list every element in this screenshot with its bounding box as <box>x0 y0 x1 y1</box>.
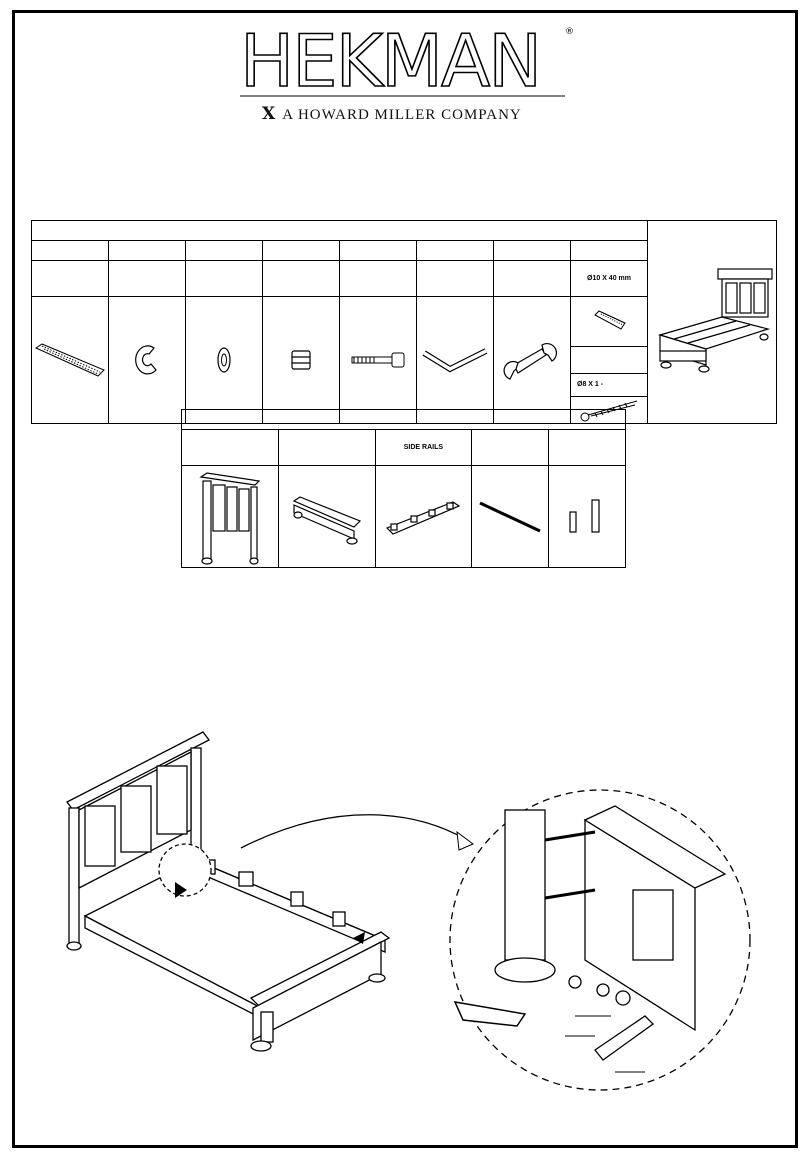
headboard-icon <box>199 471 261 565</box>
tagline: X A HOWARD MILLER COMPANY <box>262 104 562 124</box>
support-legs-icon <box>569 498 600 533</box>
flat-washer-icon <box>217 347 231 373</box>
lock-washer-icon <box>135 345 157 375</box>
side-rails-label: SIDE RAILS <box>374 429 473 466</box>
hw-qty-cell <box>108 260 186 297</box>
hw-label-cell <box>108 240 186 261</box>
hw-item-flat-washer <box>185 296 263 424</box>
part-side-rails <box>374 465 473 568</box>
hw-qty-cell <box>339 260 417 297</box>
tagline-text: A HOWARD MILLER COMPANY <box>282 107 522 123</box>
dowel-label: Ø10 X 40 mm <box>570 260 648 297</box>
page-frame <box>12 10 798 1148</box>
hw-label-cell <box>262 240 340 261</box>
hw-label-cell <box>31 240 109 261</box>
part-headboard <box>181 465 279 568</box>
hw-label-cell <box>570 240 648 261</box>
hw-qty-cell <box>31 260 109 297</box>
hw-qty-cell <box>262 260 340 297</box>
wrench-icon <box>503 342 558 380</box>
footboard-icon <box>292 495 361 545</box>
hardware-table: Ø10 X 40 mm <box>31 220 777 424</box>
dowel-icon <box>594 309 626 330</box>
hw-item-lock-washer <box>108 296 186 424</box>
hw-item-bolt-rod <box>31 296 109 424</box>
registered-mark: ® <box>565 27 574 37</box>
hw-qty-cell <box>493 260 571 297</box>
parts-header-row <box>181 409 626 430</box>
brand-text: HEKMAN <box>240 19 540 103</box>
screw-qty-cell <box>571 347 647 374</box>
hw-label-cell <box>185 240 263 261</box>
slat-icon <box>479 501 541 532</box>
hw-label-cell <box>339 240 417 261</box>
hw-item-allen-key <box>416 296 494 424</box>
part-slat <box>471 465 550 568</box>
hw-item-wrench <box>493 296 571 424</box>
part-legs <box>548 465 626 568</box>
screw-label: Ø8 X 1 - <box>571 374 647 397</box>
hw-item-hex-bolt <box>339 296 417 424</box>
hw-item-dowel <box>570 296 648 347</box>
hw-item-barrel-nut <box>262 296 340 424</box>
side-rails-icon <box>386 500 461 535</box>
part-label-cell <box>471 429 550 466</box>
hex-bolt-icon <box>351 352 405 368</box>
tagline-x-mark: X <box>262 104 277 124</box>
barrel-nut-icon <box>291 350 311 370</box>
parts-table: SIDE RAILS <box>181 409 626 568</box>
bolt-rod-icon <box>34 343 105 377</box>
bed-preview-cell <box>647 220 777 424</box>
hw-qty-cell <box>416 260 494 297</box>
part-label-cell <box>181 429 279 466</box>
hw-qty-cell <box>185 260 263 297</box>
assembled-bed-icon <box>657 268 773 373</box>
hekman-logo: HEKMAN ® <box>239 18 574 104</box>
hw-label-cell <box>416 240 494 261</box>
part-footboard <box>277 465 376 568</box>
hw-label-cell <box>493 240 571 261</box>
allen-key-icon <box>422 348 488 373</box>
part-label-cell <box>548 429 626 466</box>
assembly-diagram <box>66 731 751 1091</box>
hardware-header-row <box>31 220 648 241</box>
part-label-cell <box>277 429 376 466</box>
